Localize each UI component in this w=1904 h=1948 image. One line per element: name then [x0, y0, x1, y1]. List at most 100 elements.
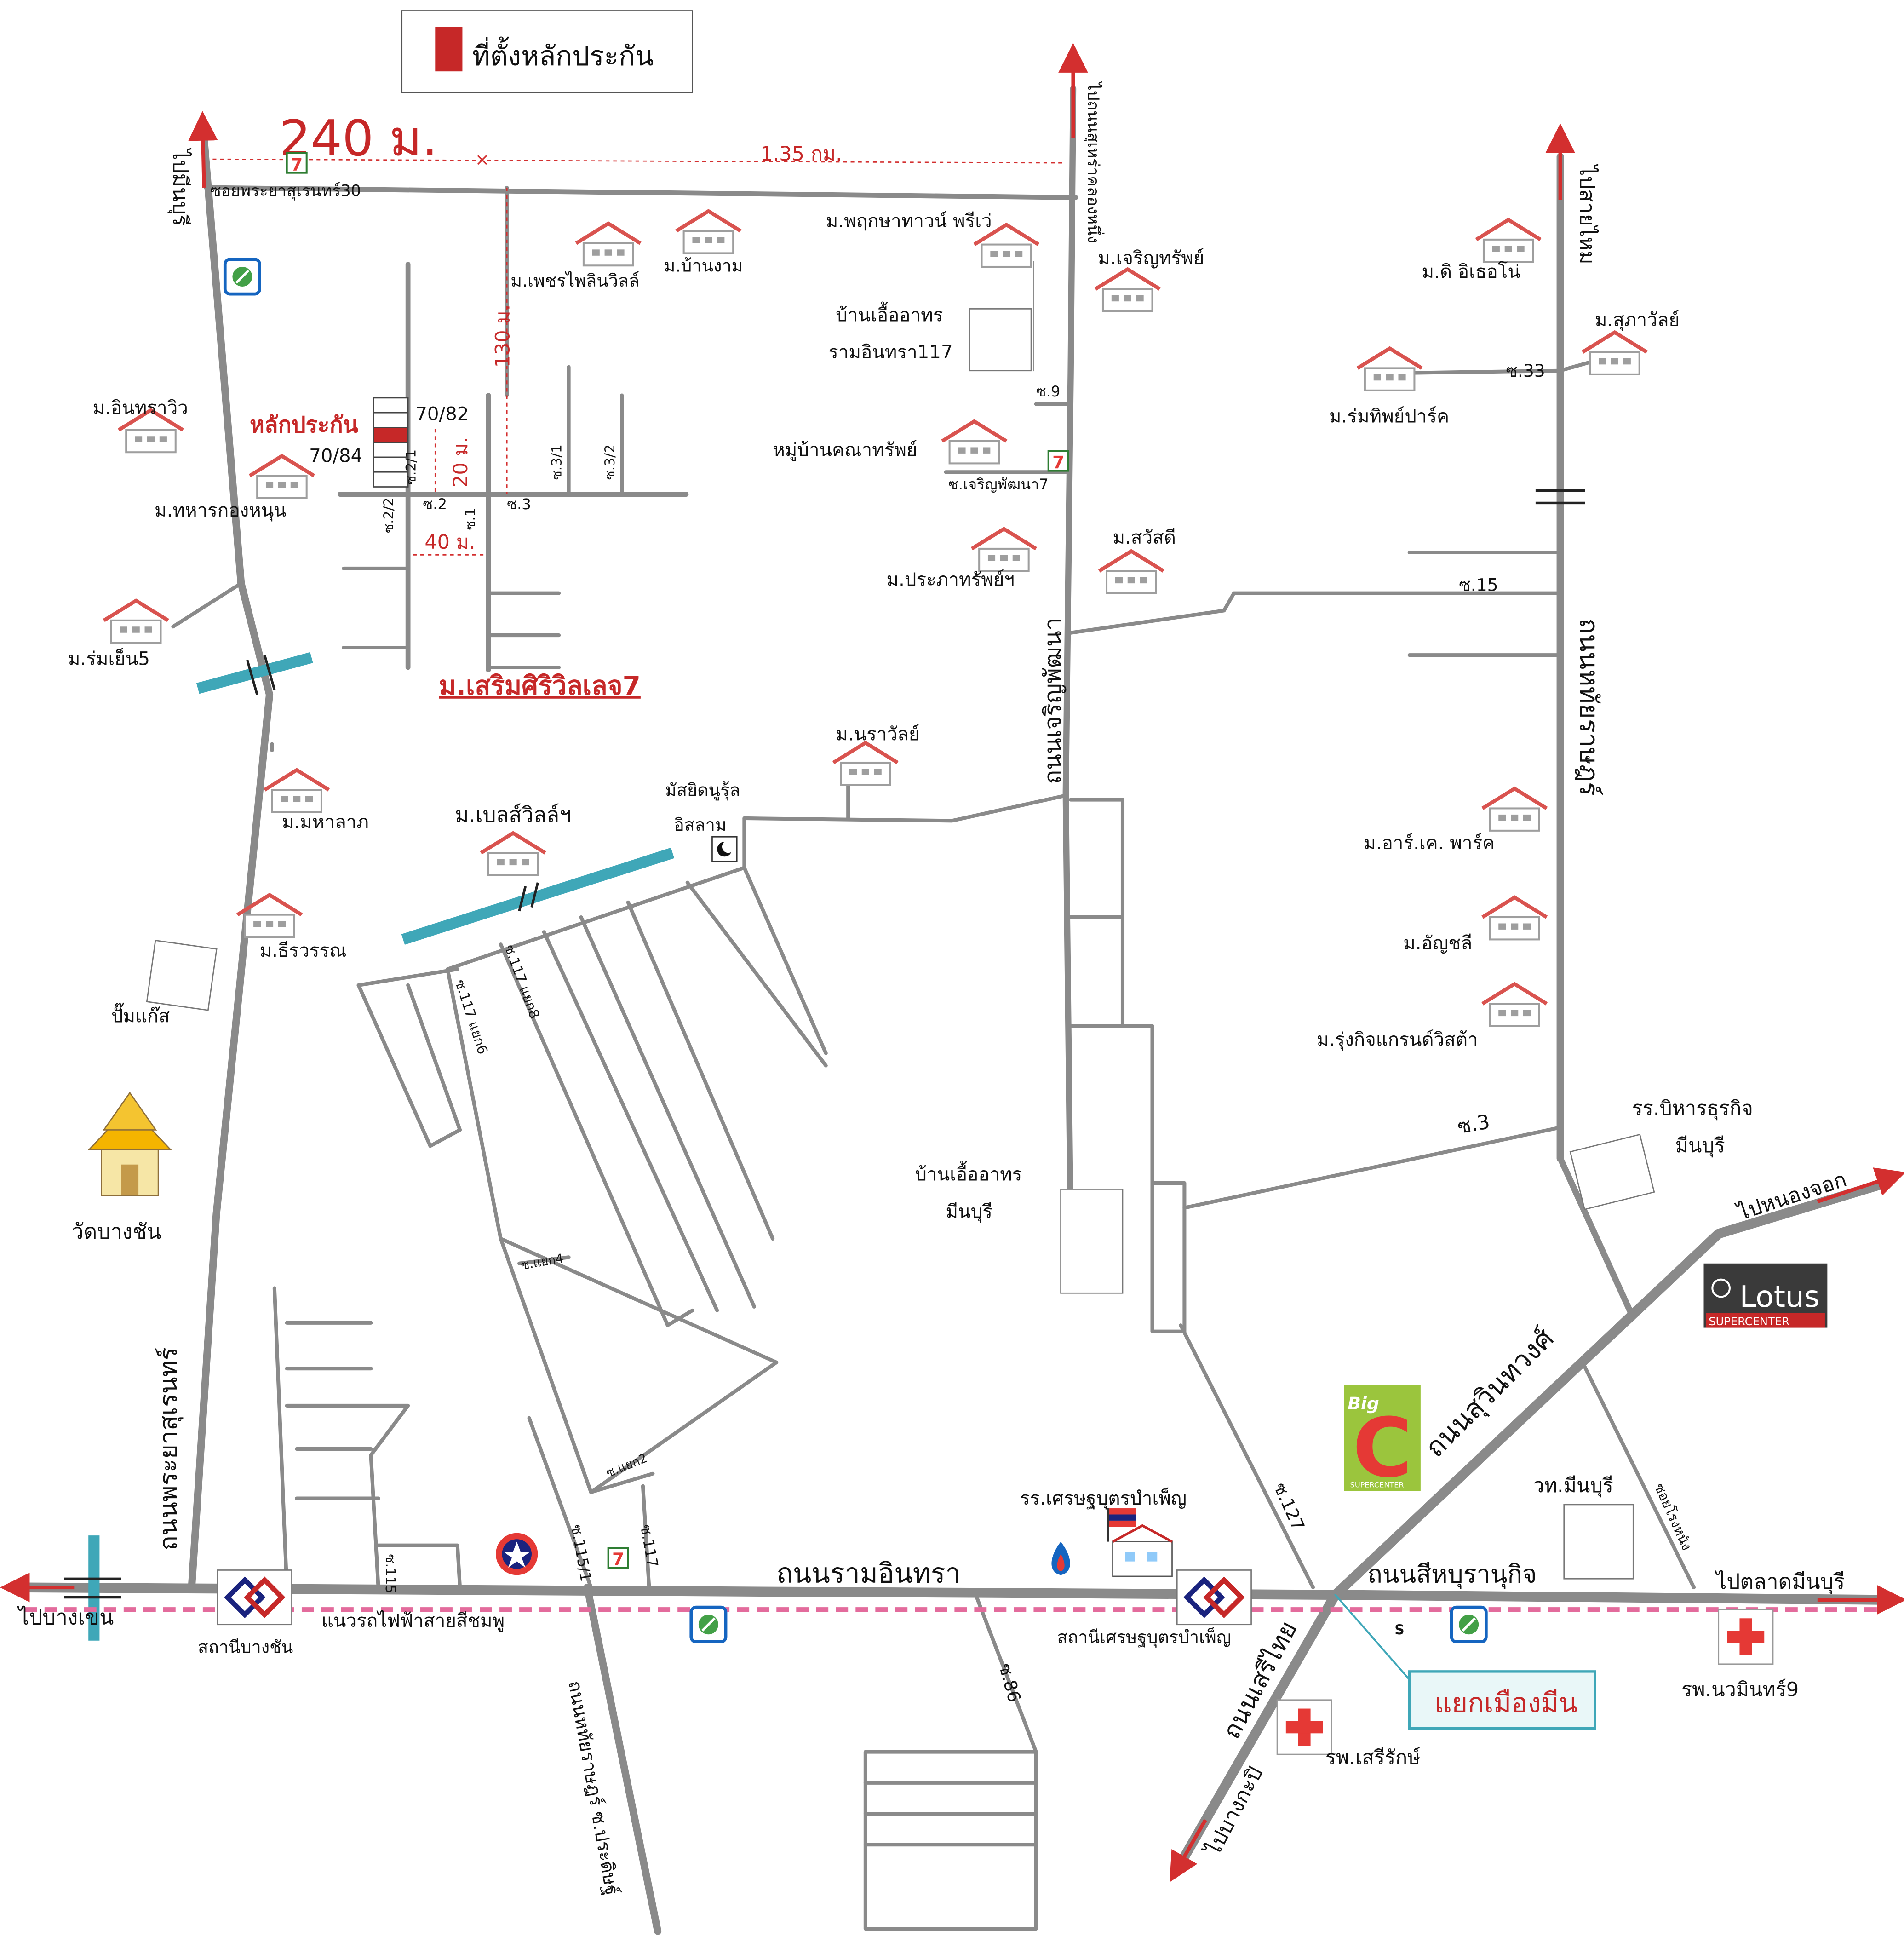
house-icon — [1482, 984, 1547, 1026]
soi-115: ซ.115 — [383, 1554, 398, 1594]
house-icon — [1583, 332, 1647, 374]
house-icon — [1099, 551, 1164, 593]
village-houses — [104, 211, 1647, 1026]
village-rk-park: ม.อาร์.เค. พาร์ค — [1364, 832, 1495, 854]
road-charoen-phatthana: ถนนเจริญพัฒนา — [1040, 617, 1067, 784]
house-icon — [677, 211, 741, 253]
house-icon — [1095, 269, 1160, 311]
lotus-sub: SUPERCENTER — [1709, 1315, 1789, 1328]
mosque-icon — [711, 836, 738, 862]
yaek-muang-min-callout: แยกเมืองมีน — [1408, 1670, 1596, 1730]
house-icon — [104, 601, 168, 643]
soi-117-yaek8: ซ.117 แยก8 — [501, 942, 543, 1021]
village-di-ithorno: ม.ดิ อิเธอโน่ — [1422, 261, 1520, 282]
soi-117: ซ.117 — [637, 1523, 662, 1569]
seven-eleven-icon — [287, 153, 307, 175]
tire-shop-icon: S — [1394, 1622, 1404, 1638]
place-school-business-l2: มีนบุรี — [1675, 1134, 1725, 1158]
direction-to-saimai: ไปสายไหม — [1575, 163, 1600, 264]
village-romyen5: ม.ร่มเย็น5 — [68, 648, 150, 670]
direction-to-minburi-market: ไปตลาดมีนบุรี — [1714, 1569, 1845, 1595]
place-yaek-muang-min: แยกเมืองมีน — [1434, 1687, 1577, 1719]
place-gas-pump: ปั๊มแก๊ส — [111, 1002, 170, 1027]
collateral-label: หลักประกัน — [250, 412, 358, 438]
place-baan-uea-ramintra-l2: รามอินทรา117 — [828, 341, 952, 363]
road-phraya-suren: ถนนพระยาสุเรนทร์ — [154, 1347, 183, 1551]
legend-swatch — [435, 27, 463, 72]
gas-station-icon — [1051, 1541, 1070, 1575]
ptt-station-icon — [225, 259, 259, 294]
soi-2: ซ.2 — [423, 495, 447, 513]
road-labels: ถนนพระยาสุเรนทร์ ถนนรามอินทรา ถนนเจริญพั… — [154, 617, 1603, 1897]
village-khanat-sap: หมู่บ้านคณาทรัพย์ — [773, 439, 917, 461]
station-setthabut-icon — [1177, 1570, 1251, 1624]
temple-icon — [87, 1092, 172, 1196]
hospital-icon — [1276, 1699, 1332, 1755]
village-romthip: ม.ร่มทิพย์ปาร์ค — [1329, 406, 1449, 427]
lotus-logo: Lotus SUPERCENTER — [1703, 1263, 1828, 1328]
soi-115-1: ซ.115/1 — [568, 1523, 595, 1583]
place-station-bang-chan: สถานีบางชัน — [198, 1637, 293, 1657]
direction-arrows — [0, 43, 1904, 1882]
collateral-plots: 70/82 70/84 หลักประกัน — [250, 397, 469, 488]
village-mahalap: ม.มหาลาภ — [282, 811, 369, 833]
house-icon — [1482, 897, 1547, 939]
bigc-c: C — [1353, 1400, 1412, 1495]
hospital-icon — [1718, 1609, 1774, 1665]
soi-charoen-7: ซ.เจริญพัฒนา7 — [948, 476, 1049, 493]
direction-to-kratai-north: ไปถนนสุเหร่าคลองหนึ่ง — [1084, 81, 1105, 243]
house-icon — [942, 421, 1006, 463]
soi-33: ซ.33 — [1506, 361, 1545, 381]
village-phet-phailin: ม.เพชรไพลินวิลล์ — [510, 270, 639, 291]
station-bang-chan-icon — [218, 1570, 292, 1624]
soi-3-1: ซ.3/1 — [549, 444, 564, 480]
house-icon — [1476, 220, 1541, 262]
soi-86: ซ.86 — [995, 1661, 1025, 1704]
soi-3-2: ซ.3/2 — [602, 444, 618, 480]
canals — [88, 652, 675, 1641]
village-inthra-wiw: ม.อินทราวิว — [93, 397, 188, 419]
road-hathairat: ถนนหทัยราษฎร์ — [1574, 618, 1604, 796]
distance-dimensions — [212, 158, 1063, 556]
house-icon — [250, 456, 314, 498]
place-hosp-serirak: รพ.เสรีรักษ์ — [1325, 1747, 1421, 1770]
school-icon — [1107, 1508, 1173, 1577]
house-icon — [481, 833, 545, 875]
house-icon — [264, 770, 329, 812]
distance-40m: 40 ม. — [424, 531, 475, 554]
village-bliss: ม.เบลส์วิลล์ฯ — [455, 803, 571, 827]
bigc-sub: SUPERCENTER — [1350, 1480, 1404, 1489]
village-suphawan: ม.สุภาวัลย์ — [1595, 309, 1680, 331]
collateral-plot-marker — [373, 427, 409, 443]
places: บ้านเอื้ออาทร รามอินทรา117 บ้านเอื้ออาทร… — [72, 153, 1828, 1770]
road-network — [7, 86, 1891, 1935]
village-thahan: ม.ทหารกองหนุน — [155, 500, 287, 522]
place-college-minburi: วท.มีนบุรี — [1533, 1474, 1613, 1498]
place-mosque-l1: มัสยิดนูรุ้ล — [665, 780, 740, 801]
place-mosque-l2: อิสลาม — [674, 815, 727, 835]
village-thirawan: ม.ธีรวรรณ — [260, 940, 347, 961]
village-anchali: ม.อัญชลี — [1403, 932, 1472, 954]
svg-text:×: × — [475, 149, 490, 170]
bigc-logo: Big C SUPERCENTER — [1344, 1385, 1421, 1495]
place-school-business-l1: รร.บิหารธุรกิจ — [1632, 1097, 1753, 1121]
direction-to-minburi-north: ไปมีนบุรี — [167, 147, 192, 226]
bigc-big: Big — [1348, 1393, 1379, 1414]
soi-3: ซ.3 — [507, 495, 531, 513]
place-school-setthabut: รร.เศรษฐบุตรบำเพ็ญ — [1020, 1487, 1187, 1510]
soi-phraya-suren-30: ซอยพระยาสุเรนทร์30 — [210, 182, 361, 201]
road-ramintra: ถนนรามอินทรา — [776, 1557, 960, 1589]
seven-eleven-icon — [608, 1548, 628, 1569]
house-icon — [1482, 788, 1547, 830]
village-sawat: ม.สวัสดี — [1113, 527, 1176, 548]
place-hosp-nawamin9: รพ.นวมินทร์9 — [1681, 1678, 1799, 1701]
village-serm-siri: ม.เสริมศิริวิลเลจ7 — [439, 671, 641, 701]
soi-15: ซ.15 — [1459, 575, 1498, 595]
road-seehaburanukit: ถนนสีหบุรานุกิจ — [1367, 1559, 1537, 1589]
village-narawan: ม.นราวัลย์ — [836, 724, 919, 745]
distance-1-35km: 1.35 กม. — [760, 143, 842, 166]
soi-9: ซ.9 — [1036, 383, 1061, 400]
soi-1: ซ.1 — [462, 508, 478, 530]
